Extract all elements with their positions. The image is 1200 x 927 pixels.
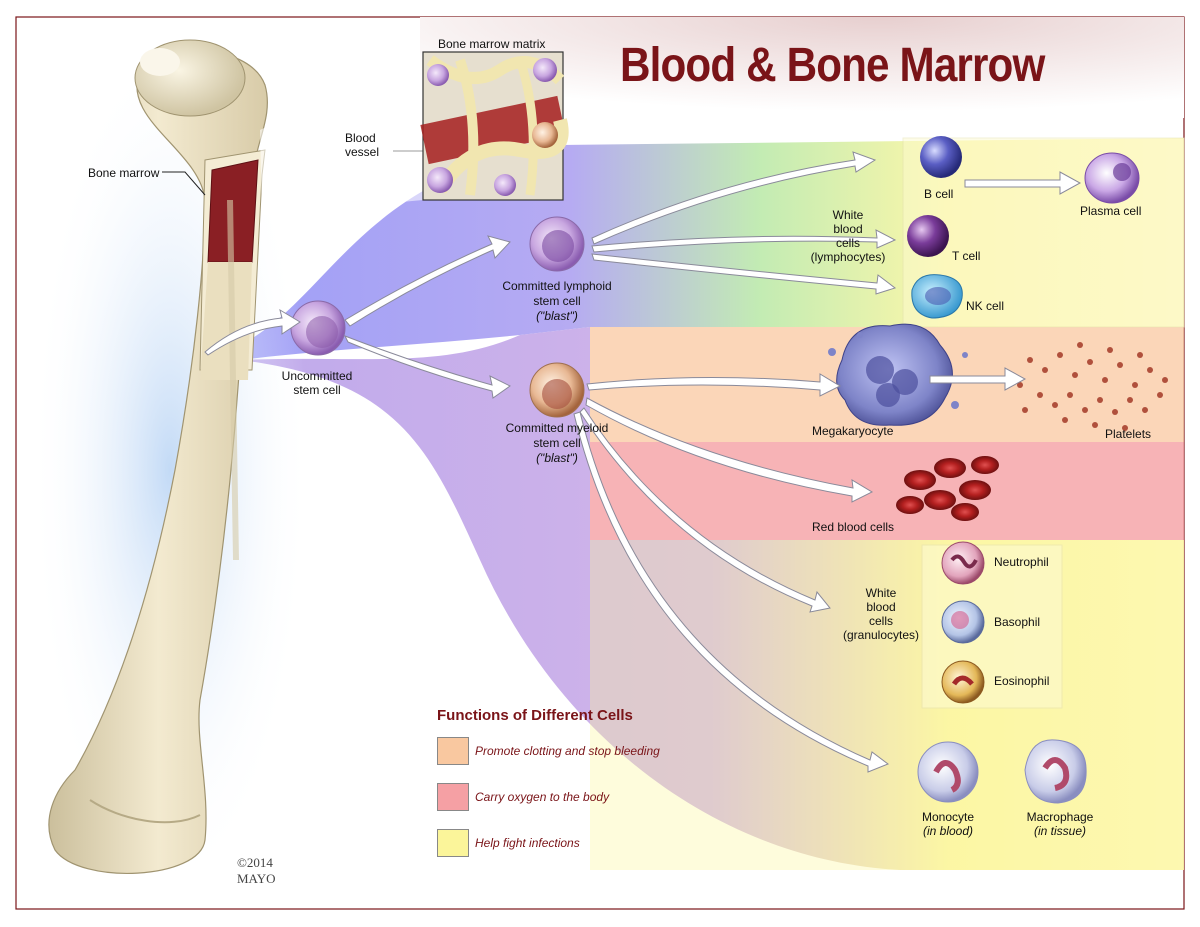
t-cell	[907, 215, 949, 257]
label-wbc-lymph-2: blood	[833, 222, 863, 236]
label-wbc-lymph-3: cells	[835, 236, 860, 250]
label-b-cell: B cell	[924, 187, 954, 201]
label-wbc-lymph-1: White	[832, 208, 864, 222]
infection-band	[590, 540, 1184, 870]
copyright-owner: MAYO	[237, 871, 276, 886]
legend-title: Functions of Different Cells	[437, 707, 633, 724]
arrow-to-platelets	[929, 367, 1027, 391]
label-platelets: Platelets	[1105, 427, 1152, 441]
arrow-to-nk-cell	[591, 253, 897, 295]
bone-marrow-leader	[162, 171, 206, 196]
copyright: ©2014 MAYO	[237, 855, 276, 887]
label-lymphoid-3: ("blast")	[536, 309, 578, 323]
arrow-to-megakaryocyte	[586, 373, 842, 397]
legend-label-clotting: Promote clotting and stop bleeding	[475, 744, 660, 758]
monocyte	[917, 741, 979, 803]
title-band	[420, 17, 1184, 135]
arrow-to-monocyte	[573, 411, 890, 773]
marrow-matrix-inset	[260, 51, 569, 215]
label-uncommitted-1: Uncommitted	[281, 369, 353, 383]
eosinophil	[941, 660, 985, 704]
uncommitted-stem-cell	[290, 300, 346, 356]
legend-swatch-oxygen	[437, 783, 469, 811]
label-blood-vessel-2: vessel	[345, 145, 380, 159]
platelets-cluster	[1017, 342, 1168, 431]
copyright-year: ©2014	[237, 855, 273, 870]
label-neutrophil: Neutrophil	[994, 555, 1049, 569]
page-title: Blood & Bone Marrow	[620, 39, 1045, 92]
legend-label-infection: Help fight infections	[475, 836, 580, 850]
label-t-cell: T cell	[952, 249, 981, 263]
myeloid-stem-cell	[529, 362, 585, 418]
neutrophil	[941, 541, 985, 585]
label-myeloid-1: Committed myeloid	[505, 421, 609, 435]
label-uncommitted-2: stem cell	[293, 383, 341, 397]
arrow-to-plasma	[964, 171, 1082, 195]
label-wbc-gran-1: White	[865, 586, 897, 600]
plasma-cell	[1084, 152, 1140, 204]
label-wbc-gran-2: blood	[866, 600, 896, 614]
femur-bone	[48, 39, 268, 874]
label-myeloid-3: ("blast")	[536, 451, 578, 465]
arrow-to-granulocytes	[579, 407, 831, 613]
label-wbc-lymph-4: (lymphocytes)	[810, 250, 886, 264]
label-wbc-gran-3: cells	[868, 614, 893, 628]
label-bone-marrow: Bone marrow	[88, 166, 160, 180]
macrophage	[1024, 739, 1087, 804]
label-megakaryocyte: Megakaryocyte	[812, 424, 894, 438]
label-bone-marrow-matrix: Bone marrow matrix	[438, 37, 546, 51]
label-myeloid-2: stem cell	[533, 436, 581, 450]
legend-swatch-clotting	[437, 737, 469, 765]
basophil	[941, 600, 985, 644]
label-red-blood-cells: Red blood cells	[812, 520, 895, 534]
arrow-to-t-cell	[591, 229, 897, 253]
label-monocyte: Monocyte	[921, 810, 975, 824]
legend-swatch-infection	[437, 829, 469, 857]
label-macrophage-sub: (in tissue)	[1033, 824, 1086, 838]
label-macrophage: Macrophage	[1026, 810, 1094, 824]
b-cell	[920, 136, 962, 178]
label-wbc-gran-4: (granulocytes)	[842, 628, 920, 642]
megakaryocyte	[828, 323, 968, 426]
label-eosinophil: Eosinophil	[994, 674, 1050, 688]
label-nk-cell: NK cell	[966, 299, 1005, 313]
arrow-to-b-cell	[591, 151, 877, 245]
label-lymphoid-1: Committed lymphoid	[502, 279, 612, 293]
flow-arrows	[204, 151, 1082, 773]
label-basophil: Basophil	[994, 615, 1041, 629]
legend-label-oxygen: Carry oxygen to the body	[475, 790, 610, 804]
label-lymphoid-2: stem cell	[533, 294, 581, 308]
nk-cell	[911, 274, 963, 319]
label-plasma-cell: Plasma cell	[1080, 204, 1142, 218]
oxygen-band	[590, 442, 1184, 540]
arrow-to-lymphoid	[344, 235, 511, 327]
lymphoid-stem-cell	[529, 216, 585, 272]
label-blood-vessel-1: Blood	[345, 131, 376, 145]
arrow-to-myeloid	[343, 335, 511, 399]
label-monocyte-sub: (in blood)	[922, 824, 974, 838]
red-blood-cells	[896, 456, 999, 521]
myeloid-flow	[240, 327, 1184, 870]
arrow-to-uncommitted	[204, 308, 301, 356]
arrow-to-rbc	[585, 397, 874, 503]
